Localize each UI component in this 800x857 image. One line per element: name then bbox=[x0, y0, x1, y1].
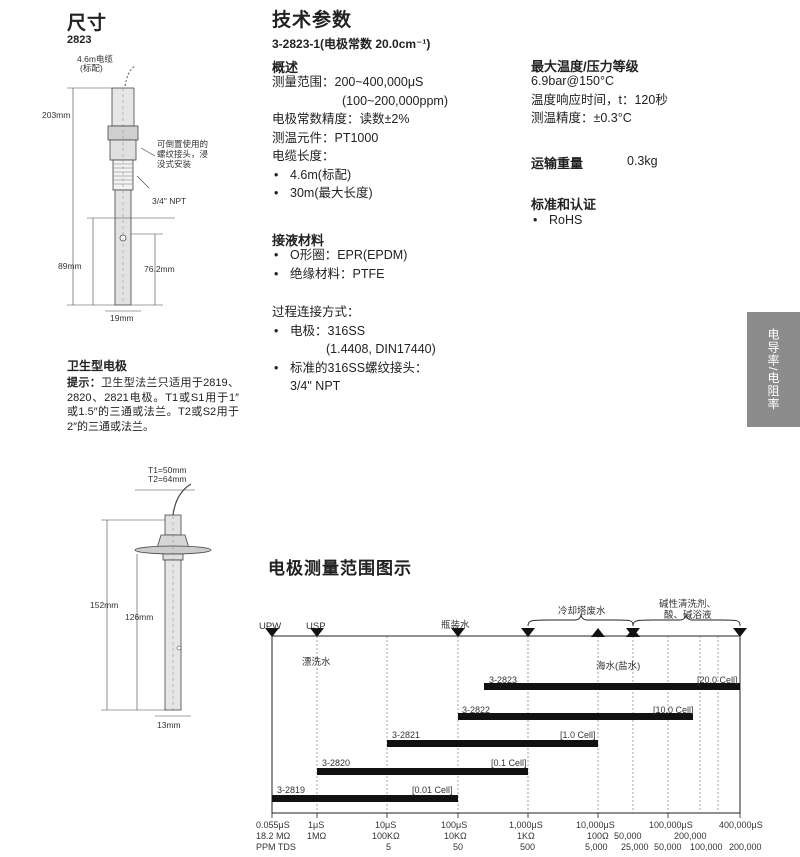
axis-label: 5 bbox=[386, 842, 392, 852]
t1-label: T1=50mm bbox=[148, 465, 187, 475]
process-title: 过程连接方式： bbox=[272, 305, 360, 319]
max-block: 6.9bar@150°C 温度响应时间，t：120秒 测温精度：±0.3°C bbox=[531, 72, 731, 128]
temp-accuracy: 测温精度：±0.3°C bbox=[531, 111, 632, 125]
dim-152: 152mm bbox=[90, 600, 119, 610]
dim-89: 89mm bbox=[58, 261, 82, 271]
accuracy: 电极常数精度：读数±2% bbox=[272, 112, 410, 126]
sanitary-note: 提示：卫生型法兰只适用于2819、2820、2821电极。T1或S1用于1″或1… bbox=[67, 376, 239, 434]
axis-label: 18.2 MΩ bbox=[256, 831, 291, 841]
axis-label: 50 bbox=[453, 842, 464, 852]
bar-cell: [0.1 Cell] bbox=[491, 758, 527, 768]
bar-cell: [1.0 Cell] bbox=[560, 730, 596, 740]
wetted-block: O形圈：EPR(EPDM) 绝缘材料：PTFE bbox=[272, 246, 532, 283]
dim-126: 126mm bbox=[125, 612, 154, 622]
wetted-title: 接液材料 bbox=[272, 233, 325, 248]
range-line1: 测量范围：200~400,000μS bbox=[272, 75, 424, 89]
bar-model: 3-2820 bbox=[322, 758, 351, 768]
axis-label: 100,000 bbox=[690, 842, 723, 852]
bar-model: 3-2822 bbox=[462, 705, 491, 715]
wetted-item: 绝缘材料：PTFE bbox=[272, 265, 532, 284]
dim-13: 13mm bbox=[157, 720, 181, 730]
bar-model: 3-2821 bbox=[392, 730, 421, 740]
cable-label-1: 4.6m电缆 bbox=[77, 54, 113, 64]
axis-label: 100KΩ bbox=[372, 831, 400, 841]
overview-title: 概述 bbox=[272, 60, 299, 75]
range-chart-title: 电极测量范围图示 bbox=[268, 559, 412, 578]
sanitary-probe-drawing bbox=[101, 483, 212, 717]
axis-label: 1μS bbox=[308, 820, 325, 830]
axis-label: 50,000 bbox=[654, 842, 682, 852]
process-item-1-line2: (1.4408, DIN17440) bbox=[326, 342, 436, 356]
temp-element: 测温元件：PT1000 bbox=[272, 130, 379, 145]
axis-label: 100Ω bbox=[587, 831, 609, 841]
marker-caustic-2: 酸、碱浴液 bbox=[664, 610, 712, 621]
max-pressure: 6.9bar@150°C bbox=[531, 74, 615, 88]
cable-label-2: (标配) bbox=[80, 63, 103, 73]
side-tab[interactable]: 电导率/电阻率 bbox=[747, 312, 800, 427]
marker-cooling: 冷却塔废水 bbox=[558, 606, 606, 617]
axis-label: PPM TDS bbox=[256, 842, 296, 852]
npt-label: 3/4" NPT bbox=[152, 196, 187, 206]
probe-2823-drawing bbox=[67, 65, 175, 312]
marker-seawater: 海水(盐水) bbox=[596, 661, 641, 672]
t2-label: T2=64mm bbox=[148, 474, 187, 484]
bar-cell: [0.01 Cell] bbox=[412, 785, 453, 795]
sanitary-title: 卫生型电极 bbox=[67, 359, 128, 373]
axis-label: 200,000 bbox=[729, 842, 762, 852]
process-item-2: 标准的316SS螺纹接头： bbox=[272, 359, 532, 378]
marker-bottled: 瓶装水 bbox=[441, 620, 470, 631]
axis-label: 10,000μS bbox=[576, 820, 615, 830]
model-line: 3-2823-1(电极常数 20.0cm⁻¹) bbox=[272, 37, 431, 51]
cert-item: RoHS bbox=[531, 211, 800, 230]
specs-title: 技术参数 bbox=[272, 10, 353, 31]
sanitary-note-bold: 提示： bbox=[67, 377, 102, 389]
shipping-label: 运输重量 bbox=[531, 156, 584, 171]
dim-76-2: 76.2mm bbox=[144, 264, 175, 274]
bar-cell: [20.0 Cell] bbox=[697, 675, 738, 685]
cable-item: 30m(最大长度) bbox=[272, 184, 532, 203]
shipping-value: 0.3kg bbox=[627, 154, 658, 168]
axis-label: 25,000 bbox=[621, 842, 649, 852]
cable-length: 电缆长度： bbox=[272, 149, 335, 163]
dimensions-title: 尺寸 bbox=[67, 13, 108, 34]
process-item-1: 电极：316SS bbox=[272, 322, 532, 341]
axis-label: 500 bbox=[520, 842, 536, 852]
cable-item: 4.6m(标配) bbox=[272, 166, 532, 185]
response-time: 温度响应时间，t：120秒 bbox=[531, 92, 668, 107]
bar-model: 3-2819 bbox=[277, 785, 306, 795]
process-block: 过程连接方式： 电极：316SS (1.4408, DIN17440) 标准的3… bbox=[272, 303, 532, 396]
axis-label: 50,000 bbox=[614, 831, 642, 841]
axis-label: 100,000μS bbox=[649, 820, 693, 830]
axis-label: 400,000μS bbox=[719, 820, 763, 830]
bar-cell: [10.0 Cell] bbox=[653, 705, 694, 715]
marker-caustic-1: 碱性清洗剂、 bbox=[659, 599, 717, 610]
marker-rinse: 漂洗水 bbox=[302, 657, 331, 668]
overview-block: 测量范围：200~400,000μS (100~200,000ppm) 电极常数… bbox=[272, 73, 532, 203]
wetted-item: O形圈：EPR(EPDM) bbox=[272, 246, 532, 265]
process-item-2-line2: 3/4" NPT bbox=[290, 379, 341, 393]
bar-model: 3-2823 bbox=[489, 675, 518, 685]
sanitary-note-text: 卫生型法兰只适用于2819、2820、2821电极。T1或S1用于1″或1.5″… bbox=[67, 377, 239, 433]
axis-label: 100μS bbox=[441, 820, 468, 830]
axis-label: 200,000 bbox=[674, 831, 707, 841]
dim-19: 19mm bbox=[110, 313, 134, 323]
axis-label: 1MΩ bbox=[307, 831, 327, 841]
axis-label: 1,000μS bbox=[509, 820, 543, 830]
inverted-note-2: 螺纹接头，浸 bbox=[157, 149, 209, 159]
dim-203: 203mm bbox=[42, 110, 71, 120]
marker-upw: UPW bbox=[259, 621, 282, 632]
max-title: 最大温度/压力等级 bbox=[531, 59, 639, 74]
cert-title: 标准和认证 bbox=[531, 197, 597, 212]
axis-label: 5,000 bbox=[585, 842, 608, 852]
range-line2: (100~200,000ppm) bbox=[342, 93, 448, 108]
marker-usp: USP bbox=[306, 621, 326, 632]
axis-label: 1KΩ bbox=[517, 831, 535, 841]
axis-label: 10KΩ bbox=[444, 831, 467, 841]
axis-label: 0.055μS bbox=[256, 820, 290, 830]
range-chart-svg bbox=[265, 613, 747, 818]
inverted-note-3: 没式安装 bbox=[157, 159, 192, 169]
inverted-note-1: 可倒置使用的 bbox=[157, 139, 209, 149]
axis-label: 10μS bbox=[375, 820, 397, 830]
dimensions-model: 2823 bbox=[67, 34, 92, 46]
